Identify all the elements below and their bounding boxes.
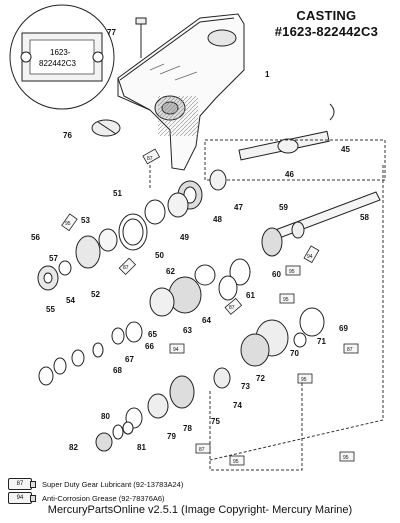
callout: 78 [183,424,192,433]
callout: 75 [211,417,220,426]
tube-code: 94 [307,254,313,260]
callout: 63 [183,326,192,335]
tube-code: 87 [347,347,353,353]
title-line-1: CASTING [296,8,357,23]
callout: 74 [233,401,242,410]
copyright-footer: MercuryPartsOnline v2.5.1 (Image Copyrig… [47,504,353,516]
callout: 62 [166,267,175,276]
tube-code: 95 [65,221,71,227]
callout: 76 [63,131,72,140]
tube-code: 95 [283,297,289,303]
legend-item-94: 94 Anti-Corrosion Grease (92-78376A6) [8,492,165,504]
callout: 80 [101,412,110,421]
callout: 72 [256,374,265,383]
inset-label-2: 822442C3 [39,59,76,68]
callout: 77 [107,28,116,37]
prop-nut-parts [95,421,134,452]
casting-title: CASTING #1623-822442C3 [275,8,378,40]
tube-code: 95 [233,459,239,465]
callout-labels: 77 1 76 45 46 47 48 49 50 51 53 56 57 52… [31,28,369,452]
callout: 68 [113,366,122,375]
legend-text: Anti-Corrosion Grease (92-78376A6) [42,493,165,503]
callout: 58 [360,213,369,222]
callout: 71 [317,337,326,346]
tube-code: 95 [301,377,307,383]
grease-tube-icon: 94 [8,492,36,504]
callout: 61 [246,291,255,300]
callout: 50 [155,251,164,260]
callout: 49 [180,233,189,242]
tube-code: 87 [123,265,129,271]
trim-tab-76 [91,119,121,137]
forward-gear-assembly [149,258,251,317]
lubricant-tubes [61,148,359,466]
callout: 60 [272,270,281,279]
screw-77 [135,17,147,58]
callout: 70 [290,349,299,358]
callout: 52 [91,290,100,299]
bearing-carrier [240,307,325,367]
callout: 57 [49,254,58,263]
tube-code: 95 [343,455,349,461]
callout: 81 [137,443,146,452]
callout: 69 [339,324,348,333]
callout: 46 [285,170,294,179]
callout: 59 [279,203,288,212]
pin-45 [329,103,335,121]
title-line-2: #1623-822442C3 [274,24,378,39]
legend-text: Super Duty Gear Lubricant (92-13783A24) [42,479,184,489]
pinion-gear [37,228,118,291]
bearing-stack [118,169,227,251]
reverse-gear-parts [38,321,143,386]
callout: 82 [69,443,78,452]
callout: 67 [125,355,134,364]
callout: 64 [202,316,211,325]
tube-code-labels: 87 95 87 94 95 87 95 94 87 95 87 95 95 [65,156,353,465]
callout: 79 [167,432,176,441]
tube-code: 87 [229,305,235,311]
callout: 51 [113,189,122,198]
shift-assembly-dash [204,139,386,181]
casting-inset: 1623- 822442C3 [9,4,115,110]
assembly-dash-lines [149,165,384,471]
tube-code: 87 [147,156,153,162]
callout: 55 [46,305,55,314]
callout: 54 [66,296,75,305]
callout: 56 [31,233,40,242]
tube-code: 87 [199,447,205,453]
callout: 48 [213,215,222,224]
callout: 1 [265,70,270,79]
lubricant-tube-icon: 87 [8,478,36,490]
callout: 65 [148,330,157,339]
driveshaft-58 [261,191,381,257]
inset-label-1: 1623- [50,48,71,57]
tube-code: 94 [173,347,179,353]
callout: 45 [341,145,350,154]
callout: 73 [241,382,250,391]
callout: 47 [234,203,243,212]
shift-shaft-46 [238,130,330,161]
legend-item-87: 87 Super Duty Gear Lubricant (92-13783A2… [8,478,183,490]
callout: 66 [145,342,154,351]
tube-code: 95 [289,269,295,275]
callout: 53 [81,216,90,225]
gear-housing [117,13,245,171]
